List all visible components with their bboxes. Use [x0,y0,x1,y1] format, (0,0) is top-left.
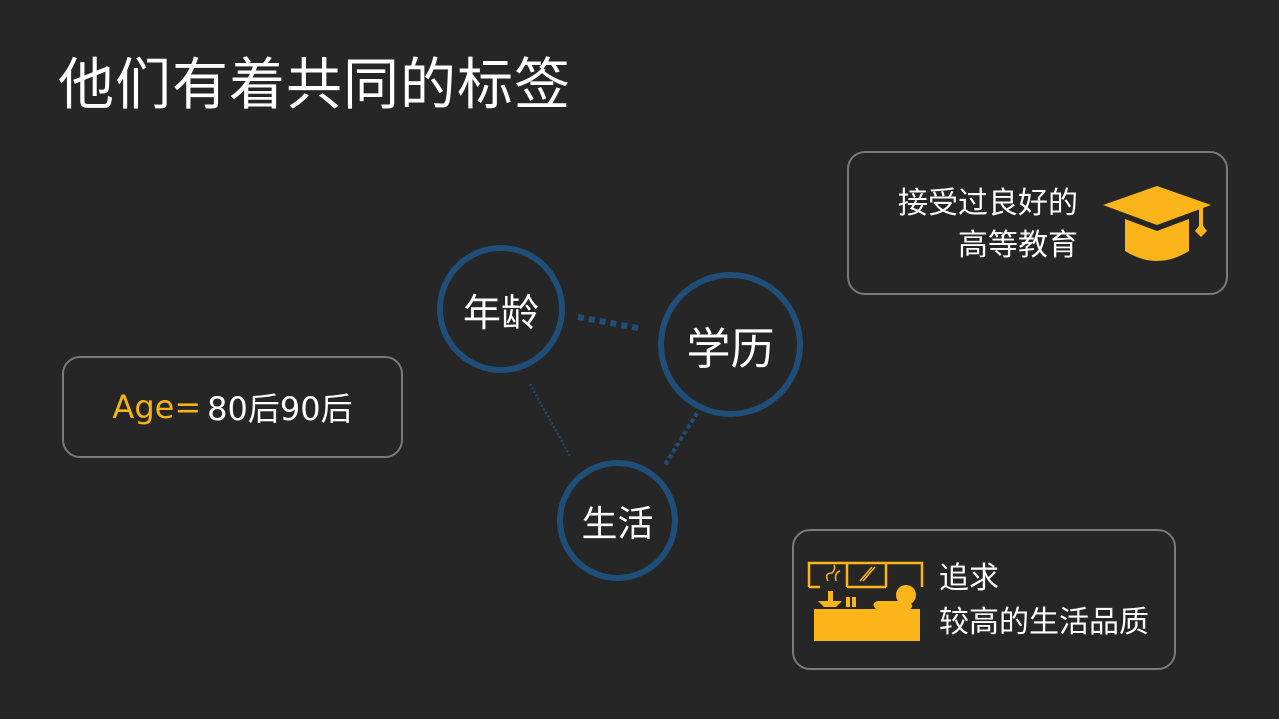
life-quality-tag-box: 追求 较高的生活品质 [792,529,1176,670]
age-key: Age= [112,388,202,426]
education-tag-box: 接受过良好的 高等教育 [847,151,1228,295]
life-quality-line-2: 较高的生活品质 [939,605,1149,640]
node-life-label: 生活 [581,503,654,545]
connector-edu-life [663,411,699,467]
node-education-label: 学历 [686,323,775,375]
node-age: 年龄 [437,245,565,373]
connector-age-edu [577,314,644,332]
graduation-cap-icon [1103,186,1211,261]
education-text: 接受过良好的 高等教育 [898,183,1078,267]
life-quality-text: 追求 较高的生活品质 [939,557,1149,645]
node-life: 生活 [557,460,678,581]
age-value: 80后90后 [207,390,353,428]
bath-relax-icon [807,561,924,641]
connector-age-life [529,383,571,457]
node-age-label: 年龄 [462,290,539,335]
life-quality-line-1: 追求 [939,561,999,596]
node-education: 学历 [658,272,803,417]
education-line-1: 接受过良好的 [898,186,1078,221]
education-line-2: 高等教育 [958,228,1078,263]
age-tag-box: Age= 80后90后 [62,356,403,458]
slide-title: 他们有着共同的标签 [58,53,571,118]
